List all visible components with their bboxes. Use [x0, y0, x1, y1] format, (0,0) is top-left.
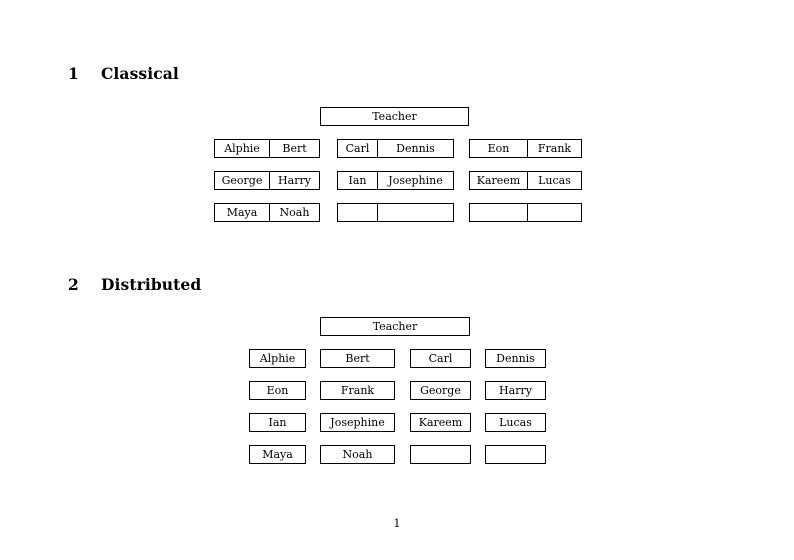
table-cell — [528, 204, 581, 221]
table-row: Alphie Bert — [214, 139, 320, 158]
table-row: Maya Noah — [214, 203, 320, 222]
student-box — [410, 445, 471, 464]
table-cell: Lucas — [538, 174, 571, 187]
table-cell: George — [215, 172, 270, 189]
student-box: Dennis — [485, 349, 546, 368]
table-row — [337, 203, 454, 222]
student-box: Harry — [485, 381, 546, 400]
table-cell: Alphie — [215, 140, 270, 157]
table-cell — [338, 204, 378, 221]
student-box: Carl — [410, 349, 471, 368]
section-heading-classical: 1 Classical — [68, 66, 179, 82]
table-cell: Josephine — [388, 174, 443, 187]
section-number: 1 — [68, 64, 79, 83]
table-cell: Maya — [215, 204, 270, 221]
student-box: Eon — [249, 381, 306, 400]
table-row: Kareem Lucas — [469, 171, 582, 190]
table-cell: Bert — [282, 142, 307, 155]
table-cell — [378, 204, 453, 221]
table-cell: Harry — [278, 174, 311, 187]
student-box: Kareem — [410, 413, 471, 432]
table-row: Ian Josephine — [337, 171, 454, 190]
student-box: Lucas — [485, 413, 546, 432]
table-cell: Eon — [470, 140, 528, 157]
table-cell: Frank — [537, 142, 572, 155]
student-box: Ian — [249, 413, 306, 432]
table-cell: Kareem — [470, 172, 528, 189]
student-box — [485, 445, 546, 464]
table-cell: Dennis — [396, 142, 435, 155]
student-box: Maya — [249, 445, 306, 464]
teacher-box-classical: Teacher — [320, 107, 469, 126]
table-row: George Harry — [214, 171, 320, 190]
teacher-box-distributed: Teacher — [320, 317, 470, 336]
student-box: Frank — [320, 381, 395, 400]
section-number: 2 — [68, 275, 79, 294]
table-cell: Noah — [279, 206, 310, 219]
student-box: Josephine — [320, 413, 395, 432]
table-row — [469, 203, 582, 222]
table-cell: Carl — [338, 140, 378, 157]
section-heading-distributed: 2 Distributed — [68, 277, 201, 293]
table-row: Carl Dennis — [337, 139, 454, 158]
table-cell: Ian — [338, 172, 378, 189]
table-row: Eon Frank — [469, 139, 582, 158]
student-box: Noah — [320, 445, 395, 464]
student-box: Bert — [320, 349, 395, 368]
table-cell — [470, 204, 528, 221]
student-box: George — [410, 381, 471, 400]
section-title: Classical — [101, 64, 179, 83]
page-number: 1 — [393, 517, 401, 530]
student-box: Alphie — [249, 349, 306, 368]
section-title: Distributed — [101, 275, 202, 294]
